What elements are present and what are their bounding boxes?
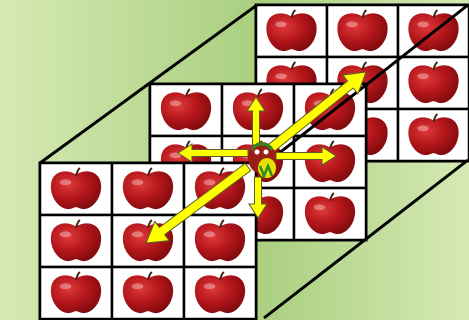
apple-icon bbox=[148, 82, 224, 138]
apple-icon bbox=[396, 107, 469, 163]
apple-icon bbox=[38, 213, 114, 269]
down-arrow-icon bbox=[248, 176, 268, 219]
right-arrow-icon bbox=[275, 146, 337, 166]
apple-icon bbox=[110, 161, 186, 217]
apple-icon bbox=[38, 265, 114, 320]
apple-icon bbox=[110, 265, 186, 320]
apple-icon bbox=[292, 134, 368, 190]
direction-arrows bbox=[145, 71, 367, 244]
apple-icon bbox=[325, 3, 400, 59]
center-mascot-icon bbox=[248, 142, 276, 180]
apple-icon bbox=[292, 186, 368, 242]
front-diagonal-arrow-icon bbox=[145, 162, 252, 244]
apple-icon bbox=[182, 265, 258, 320]
apple-icon bbox=[38, 161, 114, 217]
apple-icon bbox=[254, 3, 329, 59]
up-arrow-icon bbox=[246, 96, 266, 146]
back-diagonal-arrow-icon bbox=[266, 71, 367, 154]
perspective-frame-lines bbox=[39, 3, 469, 320]
apple-icon bbox=[182, 213, 258, 269]
apple-icon bbox=[396, 55, 469, 111]
left-arrow-icon bbox=[177, 143, 249, 163]
